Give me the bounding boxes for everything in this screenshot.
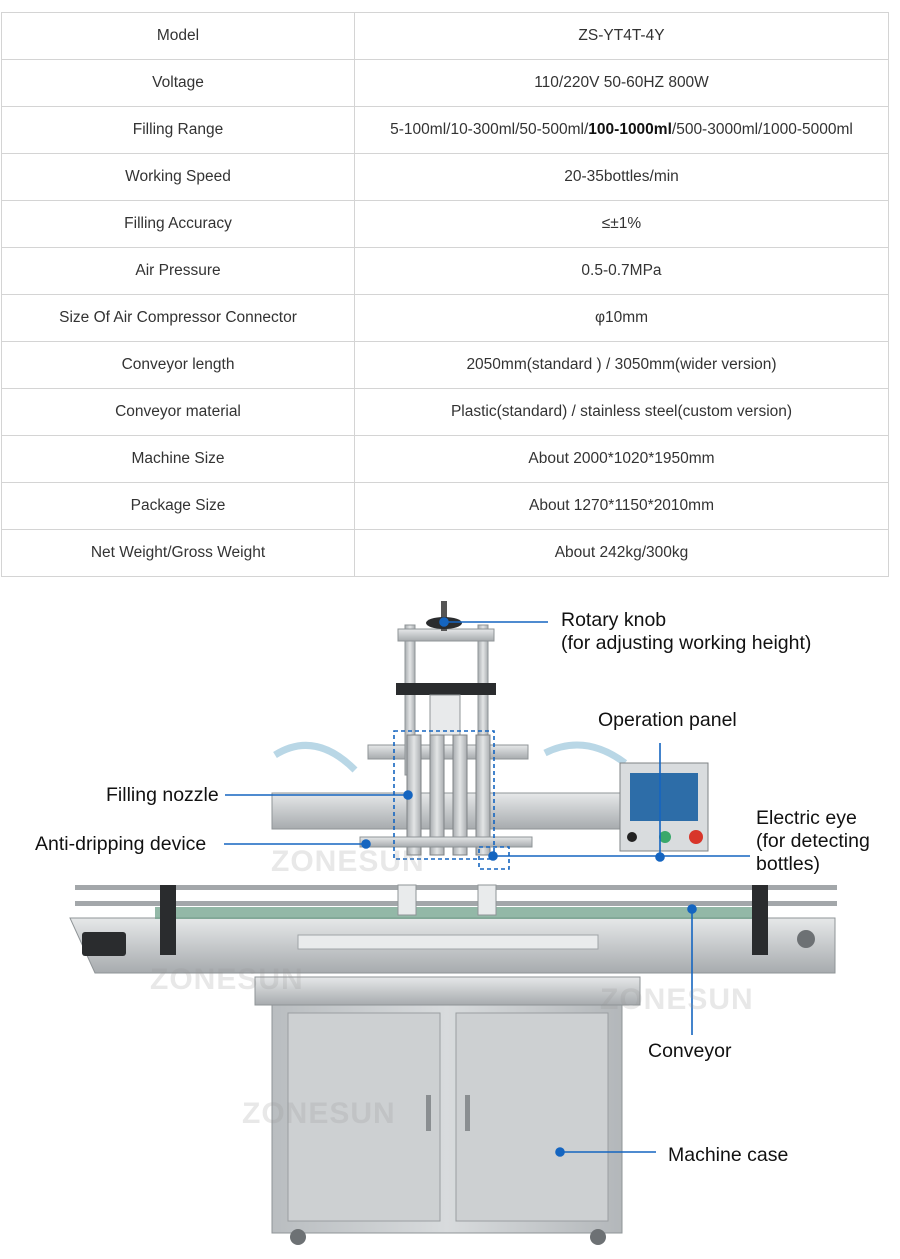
spec-label: Conveyor length [1,341,355,389]
conveyor [69,884,837,974]
operation-panel [619,762,709,852]
callout-lines [224,617,750,1157]
callout-anti-dripping-device: Anti-dripping device [35,833,207,855]
spec-value: 20-35bottles/min [354,153,889,201]
callout-rotary-knob-note: (for adjusting working height) [561,632,812,654]
spec-label: Filling Accuracy [1,200,355,248]
callout-operation-panel: Operation panel [598,709,737,731]
spec-row: Model ZS-YT4T-4Y [1,12,889,60]
watermark: ZONESUN [600,983,754,1016]
spec-label: Filling Range [1,106,355,154]
lifting-frame [396,601,496,776]
spec-label: Working Speed [1,153,355,201]
callout-electric-eye-title: Electric eye [756,807,857,829]
spec-row: Machine Size About 2000*1020*1950mm [1,435,889,483]
spec-value: 0.5-0.7MPa [354,247,889,295]
spec-value: 110/220V 50-60HZ 800W [354,59,889,107]
spec-row: Air Pressure 0.5-0.7MPa [1,247,889,295]
spec-row: Conveyor length 2050mm(standard ) / 3050… [1,341,889,389]
spec-row: Voltage 110/220V 50-60HZ 800W [1,59,889,107]
callout-machine-case: Machine case [668,1144,789,1166]
machine-case [254,976,641,1245]
callout-electric-eye-note: bottles) [756,853,820,875]
spec-row: Package Size About 1270*1150*2010mm [1,482,889,530]
watermark: ZONESUN [242,1097,396,1130]
spec-label: Machine Size [1,435,355,483]
callout-rotary-knob-title: Rotary knob [561,609,667,631]
spec-value: 5-100ml/10-300ml/50-500ml/100-1000ml/500… [354,106,889,154]
spec-label: Conveyor material [1,388,355,436]
spec-label: Model [1,12,355,60]
machine-diagram: ZONESUN ZONESUN ZONESUN ZONESUN Rotary k… [0,585,900,1259]
spec-row: Net Weight/Gross Weight About 242kg/300k… [1,529,889,577]
spec-row: Working Speed 20-35bottles/min [1,153,889,201]
callout-filling-nozzle: Filling nozzle [106,784,219,806]
spec-row: Filling Range 5-100ml/10-300ml/50-500ml/… [1,106,889,154]
spec-row: Size Of Air Compressor Connector φ10mm [1,294,889,342]
callout-conveyor: Conveyor [648,1040,732,1062]
callout-electric-eye-note: (for detecting [756,830,870,852]
spec-value-part: /500-3000ml/1000-5000ml [671,121,853,138]
spec-value: 2050mm(standard ) / 3050mm(wider version… [354,341,889,389]
spec-value: ≤±1% [354,200,889,248]
watermark: ZONESUN [271,845,425,878]
spec-value-part: 5-100ml/10-300ml/50-500ml/ [390,121,589,138]
spec-value: About 242kg/300kg [354,529,889,577]
watermark: ZONESUN [150,963,304,996]
spec-label: Air Pressure [1,247,355,295]
machine-illustration [69,601,837,1245]
callout-rotary-knob: Rotary knob (for adjusting working heigh… [561,609,811,655]
spec-label: Size Of Air Compressor Connector [1,294,355,342]
callout-electric-eye: Electric eye (for detecting bottles) [756,807,896,876]
spec-value: Plastic(standard) / stainless steel(cust… [354,388,889,436]
spec-value-highlight: 100-1000ml [588,121,672,138]
spec-value: About 2000*1020*1950mm [354,435,889,483]
spec-value: ZS-YT4T-4Y [354,12,889,60]
spec-table: Model ZS-YT4T-4Y Voltage 110/220V 50-60H… [1,12,889,577]
spec-label: Net Weight/Gross Weight [1,529,355,577]
spec-label: Package Size [1,482,355,530]
spec-value: φ10mm [354,294,889,342]
piston-cylinders [271,741,628,830]
spec-label: Voltage [1,59,355,107]
spec-row: Conveyor material Plastic(standard) / st… [1,388,889,436]
spec-value: About 1270*1150*2010mm [354,482,889,530]
spec-row: Filling Accuracy ≤±1% [1,200,889,248]
